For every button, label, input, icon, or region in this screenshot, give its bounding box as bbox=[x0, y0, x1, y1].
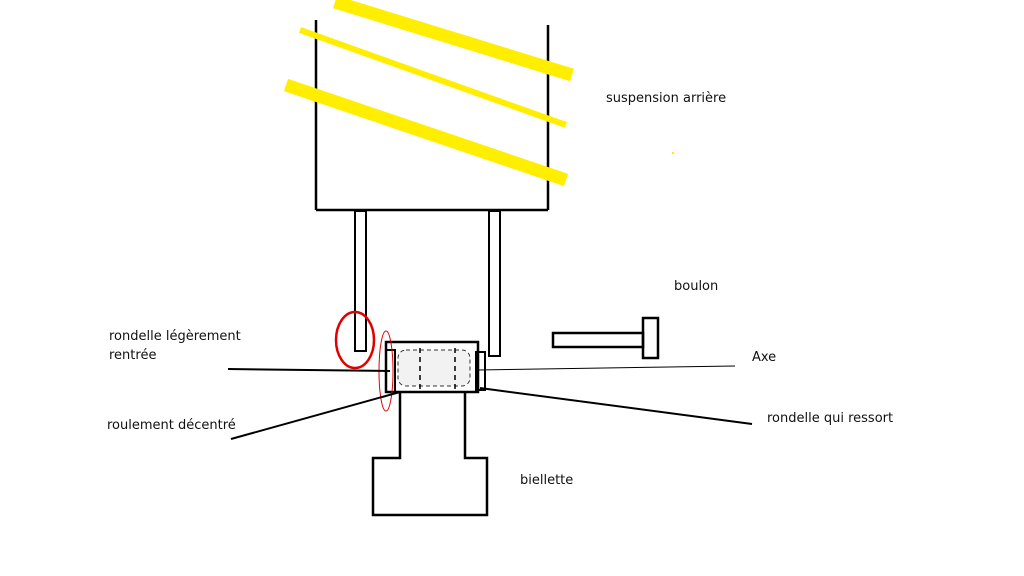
shock-rods bbox=[354, 210, 501, 357]
bearing bbox=[397, 348, 471, 393]
leader-lines bbox=[227, 365, 753, 440]
label-roulement: roulement décentré bbox=[107, 418, 236, 433]
label-axe: Axe bbox=[752, 350, 777, 365]
coil-spring bbox=[283, 0, 574, 187]
right-washer bbox=[475, 351, 486, 391]
label-boulon: boulon bbox=[674, 279, 719, 294]
bolt bbox=[551, 316, 660, 360]
label-biellette: biellette bbox=[520, 473, 574, 488]
label-rondelle-ressort: rondelle qui ressort bbox=[767, 411, 894, 426]
stray-dot bbox=[672, 152, 674, 154]
label-rondelle-line2: rentrée bbox=[109, 348, 157, 363]
label-rondelle-line1: rondelle légèrement bbox=[109, 329, 241, 344]
label-suspension: suspension arrière bbox=[606, 91, 727, 106]
biellette-shape bbox=[371, 392, 489, 517]
